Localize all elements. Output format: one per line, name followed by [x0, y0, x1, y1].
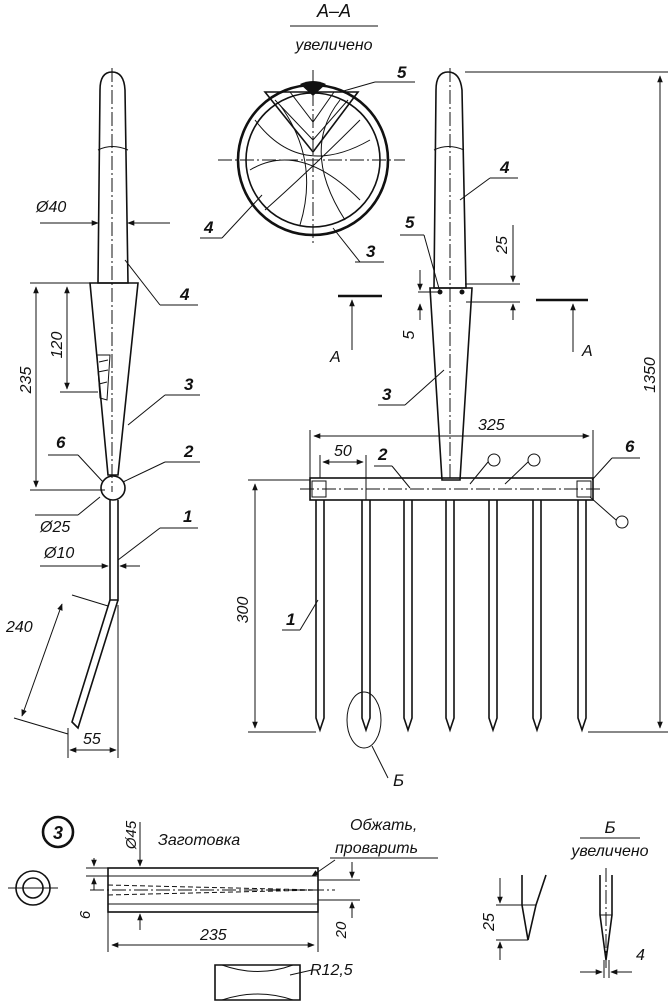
section-mark-a-right: А	[581, 343, 593, 360]
callout-2-front: 2	[377, 445, 388, 464]
break-line	[97, 146, 129, 151]
front-socket	[429, 287, 473, 481]
callout-4-section: 4	[203, 218, 214, 237]
dim-r12: R12,5	[310, 962, 353, 979]
dim-d10: Ø10	[43, 545, 74, 562]
callout-3-side: 3	[184, 375, 194, 394]
detail-b-title: Б	[604, 818, 615, 837]
crimp-note-1: Обжать,	[350, 817, 417, 834]
dim-d25: Ø25	[39, 519, 70, 536]
tine	[532, 500, 542, 733]
dim-b25: 25	[481, 913, 498, 932]
detail-b-label: Б	[393, 771, 404, 790]
tine-side	[109, 500, 119, 601]
dim-120: 120	[49, 332, 66, 359]
crimp-note-2: проварить	[335, 840, 418, 857]
callout-3-section: 3	[366, 242, 376, 261]
side-view: Ø40 120 235 4 3 2 6 1 Ø25 Ø10	[5, 68, 200, 758]
dim-235: 235	[18, 367, 35, 395]
detail-b-ellipse	[346, 691, 382, 749]
detail-b-subtitle: увеличено	[570, 843, 648, 860]
dim-55: 55	[83, 731, 101, 748]
dim-325: 325	[478, 417, 505, 434]
section-a-subtitle: увеличено	[294, 37, 372, 54]
tine	[488, 500, 498, 733]
ring-bolt	[100, 475, 126, 501]
handle-outline	[97, 71, 129, 284]
front-handle	[433, 71, 467, 289]
dim-d45: Ø45	[123, 820, 140, 850]
dim-6: 6	[77, 910, 94, 919]
crimped-piece	[214, 964, 301, 1001]
detail-b: Б увеличено 25 4	[481, 818, 649, 978]
tines	[315, 500, 587, 733]
callout-3-front: 3	[382, 385, 392, 404]
callout-5-front: 5	[405, 213, 415, 232]
section-a-a: А–А увеличено 5 4 3	[200, 1, 415, 263]
dim-25-front: 25	[494, 236, 511, 255]
callout-2-side: 2	[183, 442, 194, 461]
part-3-number: 3	[53, 823, 63, 843]
front-view: Б 5 4 3 2 6 1 А А	[235, 68, 668, 790]
tine	[315, 500, 325, 733]
section-mark-a-left: А	[329, 349, 341, 366]
tip-side-view	[521, 874, 547, 941]
dim-d40: Ø40	[35, 199, 66, 216]
callout-6-side: 6	[56, 433, 66, 452]
callout-1-front: 1	[286, 610, 295, 629]
blank-label: Заготовка	[158, 832, 240, 849]
tine	[403, 500, 413, 733]
dim-1350: 1350	[642, 357, 659, 393]
callout-5-section: 5	[397, 63, 407, 82]
dim-50: 50	[334, 443, 352, 460]
dim-b4: 4	[636, 947, 645, 964]
tine-bent	[71, 599, 119, 730]
dim-20: 20	[333, 921, 350, 939]
dim-235-blank: 235	[199, 927, 227, 944]
section-a-title: А–А	[316, 1, 351, 21]
part-3-circle	[41, 815, 75, 849]
callout-4-side: 4	[179, 285, 190, 304]
dim-300: 300	[235, 597, 252, 624]
callout-1-side: 1	[183, 507, 192, 526]
dim-5-front: 5	[401, 330, 418, 339]
callout-6-front: 6	[625, 437, 635, 456]
callout-4-front: 4	[499, 158, 510, 177]
blank-detail: 3 Заготовка Обжать, проварить Ø45 6 235	[8, 815, 438, 1001]
tine	[445, 500, 455, 733]
wood-grain	[249, 99, 371, 226]
tine	[577, 500, 587, 733]
tine	[361, 500, 371, 733]
dim-240: 240	[5, 619, 33, 636]
socket-cone	[89, 282, 139, 476]
